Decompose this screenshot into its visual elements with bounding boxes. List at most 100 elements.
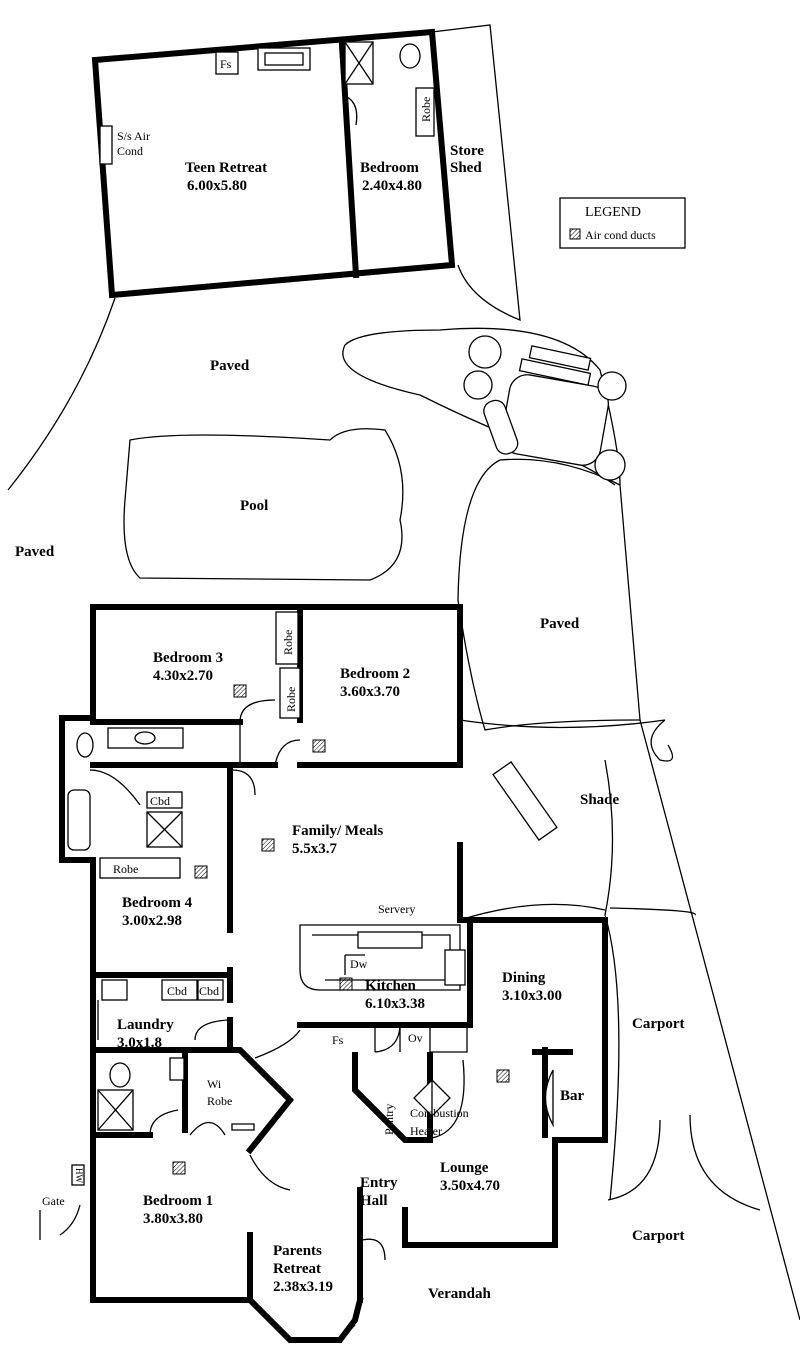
room-name: Teen Retreat	[185, 160, 267, 176]
garden-bed	[344, 327, 641, 731]
duct-icon	[194, 865, 208, 879]
robe	[279, 667, 301, 719]
fs-label: Fs	[332, 1033, 344, 1047]
duct-icon	[496, 1069, 510, 1083]
room-name: Kitchen	[365, 978, 416, 994]
bath	[67, 789, 91, 851]
area-label: Paved	[15, 544, 55, 560]
ov-label: Ov	[408, 1031, 423, 1045]
duct-icon	[233, 684, 247, 698]
area-label: Pool	[240, 498, 268, 514]
heater-label: Combustion	[410, 1106, 469, 1120]
tree-icon	[650, 719, 674, 762]
area-label: Shade	[580, 792, 620, 808]
room-name: Dining	[502, 970, 546, 986]
room-name: Bedroom 4	[122, 895, 193, 911]
area-label: Carport	[632, 1228, 685, 1244]
door	[341, 94, 358, 126]
duct-icon	[569, 228, 581, 240]
bench	[492, 761, 558, 841]
legend-title: LEGEND	[585, 205, 641, 220]
room-name: Bedroom 3	[153, 650, 223, 666]
cupboard	[197, 979, 224, 1001]
planter	[501, 374, 609, 466]
room-name: Bedroom 2	[340, 666, 410, 682]
cupboard	[161, 979, 198, 1001]
robe-label: Robe	[419, 97, 433, 122]
sink-unit	[257, 47, 311, 71]
robe-label: Robe	[281, 630, 295, 655]
area-label: Carport	[632, 1016, 685, 1032]
legend-item: Air cond ducts	[585, 228, 656, 242]
robe-label: Robe	[113, 862, 138, 876]
robe-label: Robe	[284, 687, 298, 712]
bar-counter	[544, 1069, 554, 1128]
duct-icon	[339, 977, 353, 991]
air-cond-unit	[99, 125, 113, 165]
toilet	[399, 43, 421, 69]
room-name: Bedroom 1	[143, 1193, 213, 1209]
room-size: 3.80x3.80	[143, 1211, 203, 1227]
tree-icon	[594, 449, 626, 481]
robe	[415, 87, 435, 137]
store-shed	[431, 24, 521, 322]
robe	[275, 611, 299, 665]
cbd-label: Cbd	[167, 984, 187, 998]
duct-icon	[261, 838, 275, 852]
room-name: Shed	[450, 160, 482, 176]
room-size: 3.10x3.00	[502, 988, 562, 1004]
robe	[99, 857, 181, 879]
room-size: 3.00x2.98	[122, 913, 182, 929]
hot-water-unit	[71, 1164, 85, 1186]
room-size: 5.5x3.7	[292, 841, 338, 857]
area-label: Paved	[540, 616, 580, 632]
wi-robe-label: Wi	[207, 1077, 222, 1091]
cbd-label: Cbd	[150, 794, 170, 808]
pool	[123, 428, 404, 581]
sink	[357, 931, 423, 949]
dw-label: Dw	[350, 957, 368, 971]
hot-water-label: HW	[74, 1168, 84, 1183]
room-name: Lounge	[440, 1160, 489, 1176]
room-name: Family/ Meals	[292, 823, 383, 839]
area-label: Verandah	[428, 1286, 491, 1302]
basin	[169, 1057, 185, 1081]
wi-robe-label: Robe	[207, 1094, 232, 1108]
outbuilding: Fs Robe S/s Air Cond Teen Retreat 6.00x5…	[91, 24, 521, 322]
room-labels: Bedroom 3 4.30x2.70 Bedroom 2 3.60x3.70 …	[117, 650, 562, 1295]
cupboard	[146, 791, 183, 809]
room-size: 3.0x1.8	[117, 1035, 162, 1051]
servery-label: Servery	[378, 902, 415, 916]
area-label: Paved	[210, 358, 250, 374]
house-fixtures: Robe Robe Cbd Robe Servery Dw Cbd Cbd Fs…	[67, 611, 585, 1341]
room-name: Bedroom	[360, 160, 419, 176]
outdoor: Paved Pool Paved Paved Shade Carport Car…	[7, 297, 800, 1321]
cooktop	[444, 949, 466, 986]
room-name: Store	[450, 143, 484, 159]
toilet	[76, 732, 94, 758]
pantry-label: Pantry	[382, 1104, 396, 1135]
bar-label: Bar	[560, 1088, 585, 1104]
fridge-label: Fs	[220, 57, 232, 71]
duct-icon	[172, 1161, 186, 1175]
room-name: Hall	[360, 1193, 388, 1209]
room-name: Retreat	[273, 1261, 321, 1277]
tree-icon	[463, 370, 493, 400]
air-cond-label: Cond	[117, 144, 143, 158]
room-size: 3.50x4.70	[440, 1178, 500, 1194]
room-name: Parents	[273, 1243, 322, 1259]
room-name: Entry	[360, 1175, 398, 1191]
legend: LEGEND Air cond ducts	[559, 197, 686, 249]
paved-boundary	[7, 297, 116, 491]
room-size: 2.38x3.19	[273, 1279, 333, 1295]
cbd-label: Cbd	[199, 984, 219, 998]
gate-label: Gate	[42, 1194, 65, 1208]
gate	[39, 1204, 81, 1240]
room-size: 2.40x4.80	[362, 178, 422, 194]
room-size: 6.10x3.38	[365, 996, 425, 1012]
fridge	[215, 51, 239, 75]
laundry-tub	[101, 979, 128, 1001]
room-size: 6.00x5.80	[187, 178, 247, 194]
tree-icon	[597, 371, 627, 401]
